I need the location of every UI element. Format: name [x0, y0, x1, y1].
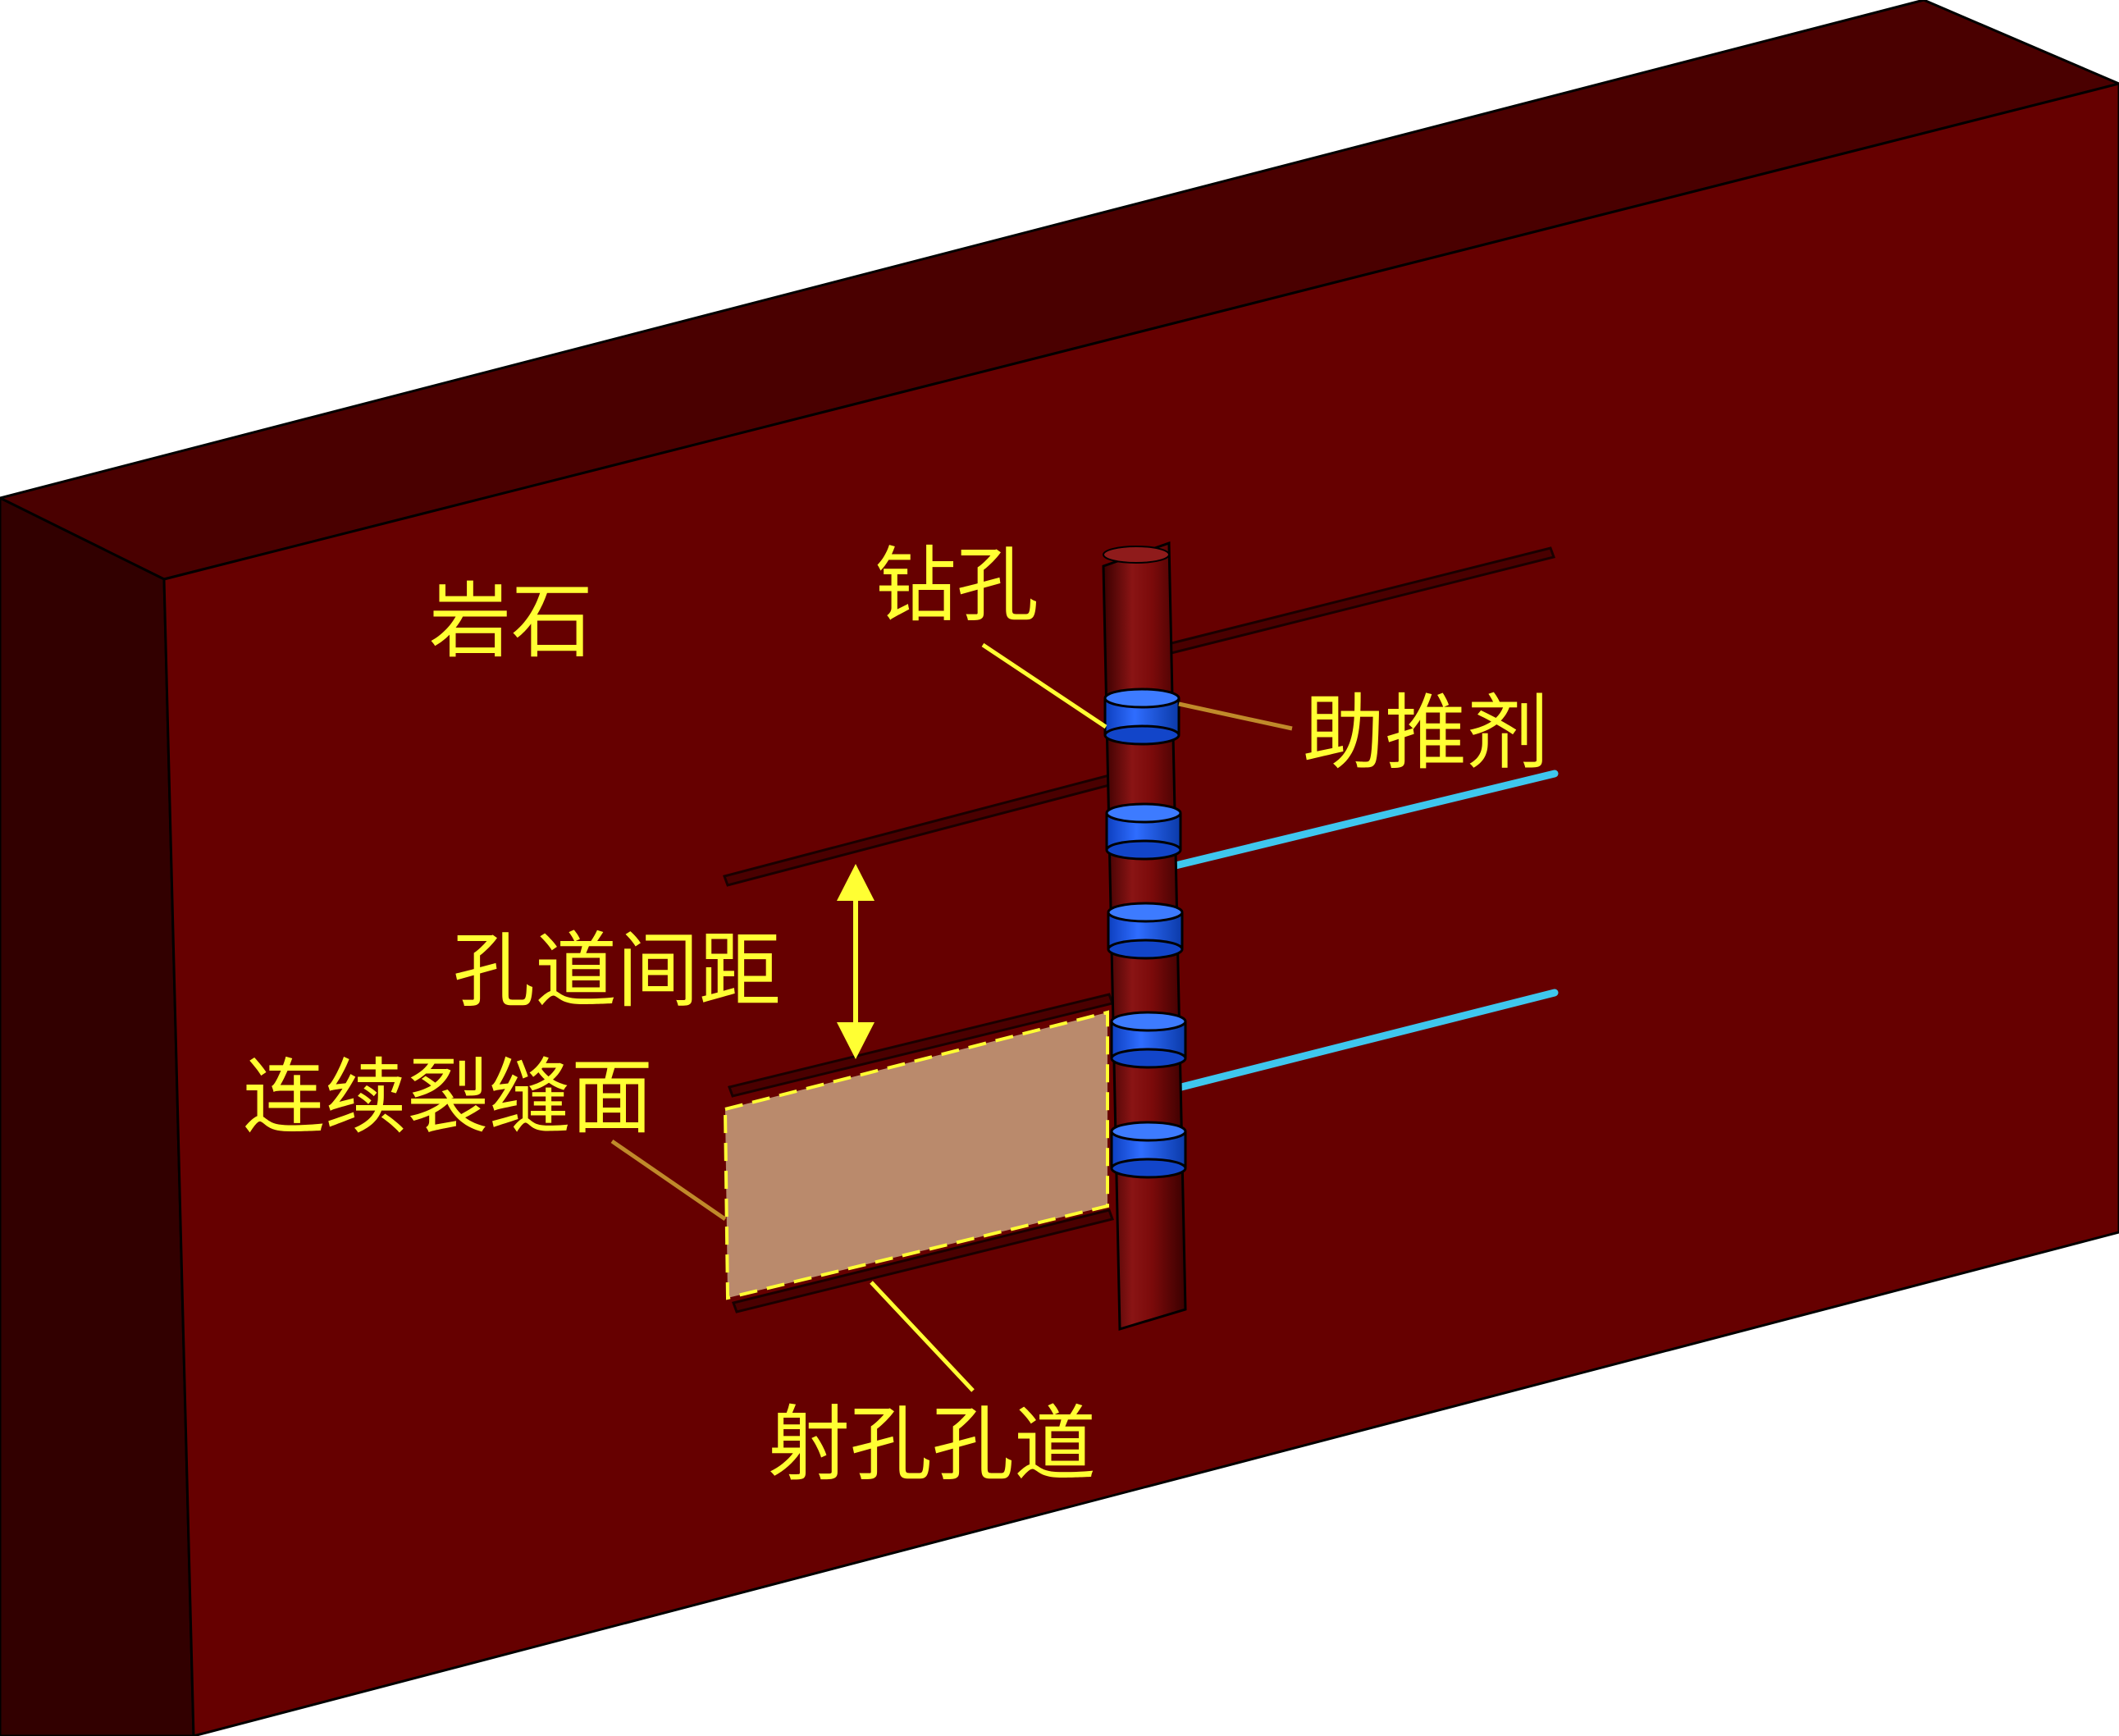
propellant-charge-5 [1110, 1121, 1187, 1179]
propellant-charge-1 [1103, 688, 1181, 746]
label-propellant: 助推剂 [1303, 685, 1549, 781]
label-tunnel-spacing: 孔道间距 [453, 923, 781, 1019]
label-borehole: 钻孔 [875, 537, 1039, 633]
spacing-arrow [837, 864, 875, 1059]
rock-block-side-face [0, 496, 195, 1736]
tunnel-cyan-lower [1177, 989, 1559, 1091]
tunnel-bottom-left [732, 1208, 1114, 1313]
fracture-surface [723, 1010, 1109, 1300]
borehole-top-opening [1103, 546, 1170, 564]
labels: 岩石 钻孔 助推剂 孔道间距 连续裂缝面 射孔孔道 [243, 537, 1549, 1492]
leader-borehole [981, 642, 1107, 729]
tunnel-cyan-upper [1171, 770, 1559, 870]
spacing-arrow-head-up [837, 864, 875, 901]
leader-fracture [610, 1139, 727, 1222]
leader-propellant [1178, 701, 1293, 731]
propellant-charge-2 [1105, 802, 1182, 861]
label-fracture-surface: 连续裂缝面 [243, 1049, 653, 1145]
perforation-tunnels [723, 546, 1559, 1313]
label-perforation-tunnel: 射孔孔道 [768, 1396, 1096, 1492]
spacing-arrow-head-down [837, 1022, 875, 1059]
leader-perforation [870, 1281, 975, 1392]
label-rock: 岩石 [429, 573, 593, 669]
propellant-charges [1103, 688, 1187, 1179]
propellant-charge-4 [1110, 1011, 1187, 1069]
propellant-charge-3 [1107, 902, 1184, 960]
leader-lines [610, 642, 1293, 1392]
